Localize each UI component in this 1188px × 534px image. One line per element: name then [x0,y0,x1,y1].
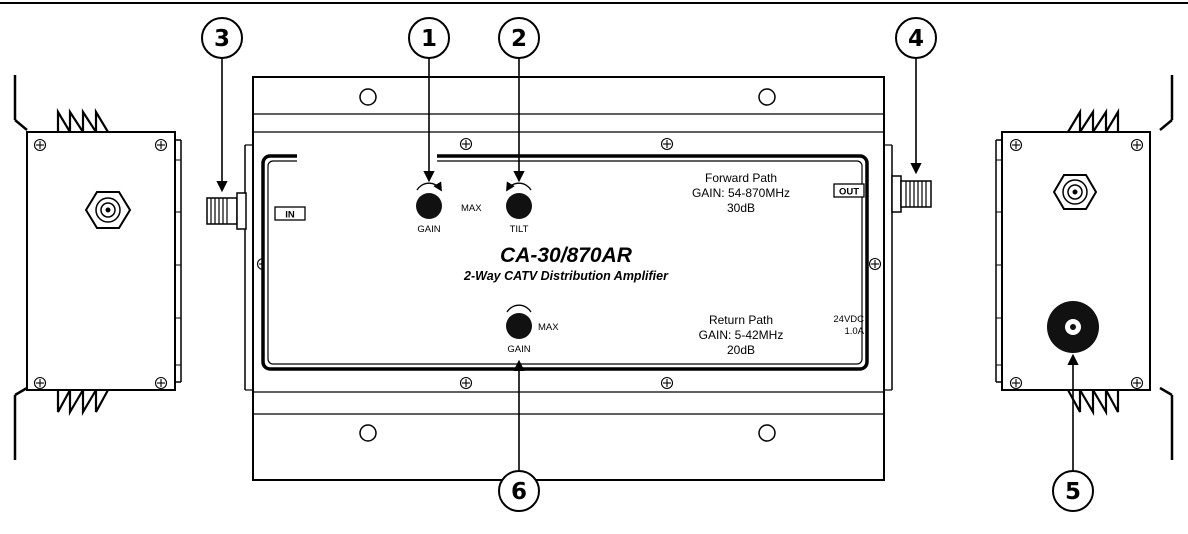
svg-text:3: 3 [214,26,230,52]
return-path-gain: GAIN: 5-42MHz [699,328,784,342]
right-side-view [995,75,1174,460]
power-current: 1.0A [844,326,864,337]
tilt-label: TILT [510,224,529,235]
out-connector [891,175,932,213]
in-connector [206,192,247,230]
power-voltage: 24VDC [833,314,864,325]
callout-1: 1 [408,17,450,59]
mount-hole [758,88,776,106]
return-gain-label: GAIN [507,344,530,355]
in-label: IN [285,210,295,221]
forward-gain-max-label: MAX [461,203,482,214]
return-gain-knob: GAIN MAX [506,304,559,355]
callout-5: 5 [1052,470,1094,512]
mount-hole [758,424,776,442]
f-connector-face [1052,174,1098,210]
callout-leaders [216,58,1079,470]
callout-2: 2 [498,17,540,59]
svg-text:6: 6 [511,479,527,505]
mount-hole [359,88,377,106]
mount-hole [359,424,377,442]
power-jack [1047,301,1099,353]
svg-text:5: 5 [1065,479,1081,505]
callout-3: 3 [201,17,243,59]
forward-path-value: 30dB [727,201,755,215]
svg-text:4: 4 [908,26,924,52]
f-connector-face [84,191,132,229]
return-path-value: 20dB [727,343,755,357]
forward-path-title: Forward Path [705,171,777,185]
front-panel [261,154,869,371]
model-subtitle: 2-Way CATV Distribution Amplifier [463,269,669,283]
main-unit: IN OUT GAIN MAX TILT GAIN MAX CA-30/870A… [244,76,893,481]
out-label: OUT [839,187,859,198]
forward-gain-knob: GAIN MAX [416,181,482,235]
svg-text:1: 1 [421,26,437,52]
return-path-title: Return Path [709,313,773,327]
svg-text:2: 2 [511,26,527,52]
forward-path-gain: GAIN: 54-870MHz [692,186,790,200]
model-name: CA-30/870AR [500,244,633,267]
left-side-view [13,75,182,460]
return-gain-max-label: MAX [538,322,559,333]
callout-6: 6 [498,470,540,512]
forward-gain-label: GAIN [417,224,440,235]
tilt-knob: TILT [506,181,532,235]
callout-4: 4 [895,17,937,59]
